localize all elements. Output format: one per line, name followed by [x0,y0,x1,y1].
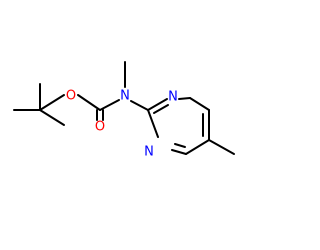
molecule-structure: O O N N N [13,61,235,160]
bond-carbonyl-c-to-amide-n [99,99,120,111]
atom-n-amide: N [120,89,130,104]
atom-o-ether: O [66,89,76,104]
bond-methyl-bottom [39,109,65,126]
bond-quaternary-c-to-ether-o [39,94,65,111]
bond-ring-methyl [208,139,235,155]
bond-ring-c3-n-bottom [171,149,187,155]
bond-ring-c2-n-top-inner [153,104,169,114]
bond-ring-c4-c3 [185,139,210,155]
bond-ring-n-top-c6 [178,97,191,100]
bond-ring-c6-c5 [189,97,210,111]
atom-n-ring-bottom: N [144,145,154,160]
bond-ether-o-to-carbonyl-c [77,94,101,111]
atom-o-carbonyl: O [95,120,105,135]
bonds [13,61,235,155]
bond-amide-n-to-ring [130,100,149,111]
bond-ring-n-bottom-c2 [147,109,159,138]
bond-ring-c3-n-bottom-inner [174,143,186,148]
atom-labels: O O N N N [66,89,178,160]
structure-canvas: O O N N N [13,61,235,160]
atom-n-ring-top: N [168,90,178,105]
bond-ring-c2-n-top [147,98,168,111]
